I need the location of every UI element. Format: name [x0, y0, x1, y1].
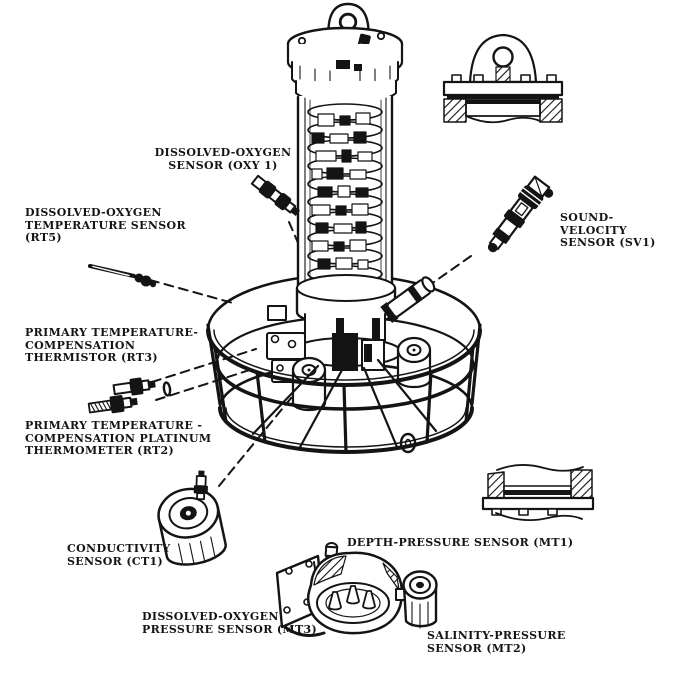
mt2-drum-icon	[402, 570, 438, 629]
lifting-eye-section-detail	[442, 33, 564, 124]
label-rt2: PRIMARY TEMPERATURE - COMPENSATION PLATI…	[25, 419, 212, 458]
leader-rt2	[155, 367, 257, 401]
rt2-sensor-icon	[87, 395, 138, 414]
oxy1-sensor-icon	[250, 174, 300, 216]
ct1-sensor-icon	[157, 470, 227, 566]
o-ring-icon	[162, 381, 172, 397]
top-cap	[286, 26, 404, 105]
sv1-sensor-icon	[487, 175, 554, 253]
mounting-blocks	[266, 332, 306, 383]
leader-rt5	[149, 279, 234, 304]
label-oxy1: DISSOLVED-OXYGEN SENSOR (OXY 1)	[154, 146, 292, 172]
label-mt2: SALINITY-PRESSURE SENSOR (MT2)	[427, 629, 566, 655]
label-mt1: DEPTH-PRESSURE SENSOR (MT1)	[347, 536, 574, 549]
center-assembly	[332, 332, 385, 371]
leader-sv1	[433, 255, 472, 283]
rt3-sensor-icon	[112, 377, 156, 396]
label-mt3: DISSOLVED-OXYGEN PRESSURE SENSOR (MT3)	[142, 610, 318, 636]
base-plate-section-detail	[481, 464, 595, 522]
leader-rt3	[151, 348, 257, 383]
manifold-body	[283, 551, 404, 637]
label-rt3: PRIMARY TEMPERATURE- COMPENSATION THERMI…	[25, 326, 199, 365]
label-sv1: SOUND-VELOCITY SENSOR (SV1)	[560, 211, 656, 250]
electronics-tube	[296, 95, 394, 293]
label-rt5: DISSOLVED-OXYGEN TEMPERATURE SENSOR (RT5…	[25, 206, 186, 245]
port-cones	[328, 585, 376, 611]
pressure-sensor-assembly	[275, 542, 438, 637]
label-ct1: CONDUCTIVITY SENSOR (CT1)	[67, 542, 171, 568]
sensor-cage-front	[206, 305, 482, 454]
sv-probe-mount	[380, 276, 436, 324]
rt5-sensor-icon	[87, 263, 157, 288]
